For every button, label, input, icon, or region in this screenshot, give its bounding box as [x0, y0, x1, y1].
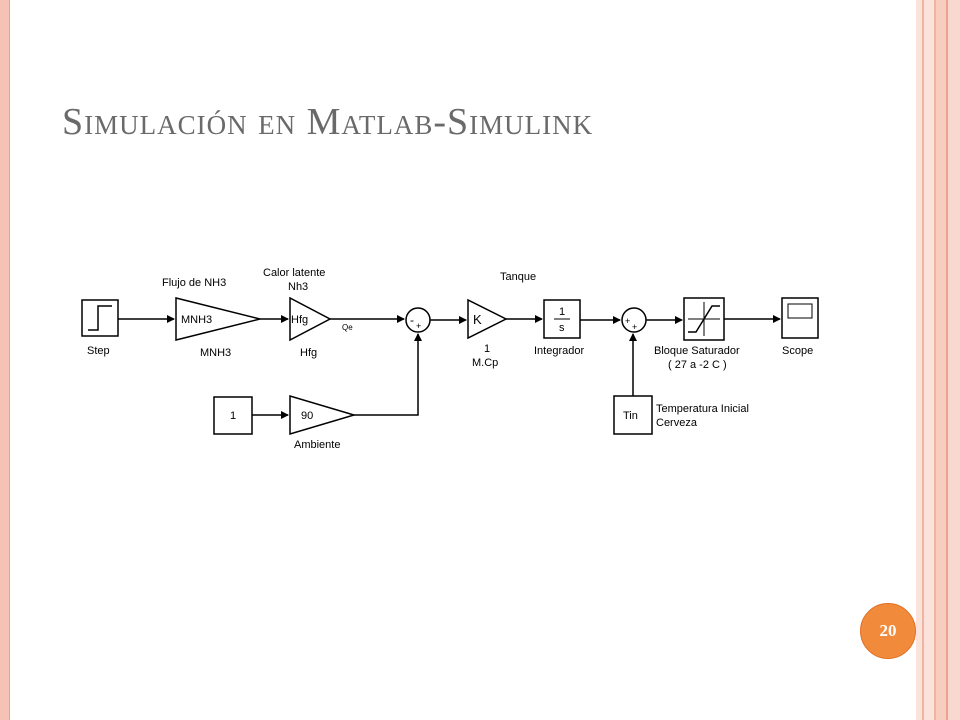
step-block[interactable] [81, 299, 119, 337]
sum1-minus-sign: - [410, 313, 414, 327]
integrator-label: Integrador [534, 345, 584, 357]
simulink-diagram: Step Flujo de NH3 MNH3 MNH3 Calor latent… [81, 267, 819, 451]
tin-label-1: Temperatura Inicial [656, 403, 749, 415]
scope-icon [787, 303, 813, 319]
slide-title: Simulación en Matlab-Simulink [62, 101, 594, 143]
gain-mnh3-inner: MNH3 [181, 314, 212, 326]
left-border-line [9, 0, 10, 720]
step-icon [88, 305, 112, 331]
saturation-block[interactable] [683, 297, 725, 341]
sum2-plus-sign-1: + [625, 316, 630, 326]
gain-k-block[interactable] [467, 298, 508, 340]
tanque-label: Tanque [500, 271, 536, 283]
gain-hfg-top-label-1: Calor latente [263, 267, 325, 279]
gain-hfg-label: Hfg [300, 347, 317, 359]
tin-block[interactable] [613, 395, 653, 435]
tin-label-2: Cerveza [656, 417, 698, 429]
gain-mnh3-label: MNH3 [200, 347, 231, 359]
scope-label: Scope [782, 345, 813, 357]
gain-hfg-inner: Hfg [291, 314, 308, 326]
gain-mnh3-top-label: Flujo de NH3 [162, 277, 226, 289]
sum2-plus-sign-2: + [632, 322, 637, 332]
right-border-stripes [916, 0, 960, 720]
qe-signal-label: Qe [342, 323, 353, 332]
integrator-block[interactable] [543, 299, 581, 339]
sum1-plus-sign: + [416, 321, 421, 331]
gain-k-inner: K [473, 312, 482, 327]
left-border-strip [0, 0, 9, 720]
integrator-numerator: 1 [559, 306, 565, 318]
gain-hfg-top-label-2: Nh3 [288, 281, 308, 293]
gain-90-label: Ambiente [294, 439, 340, 451]
signal-lines [118, 315, 781, 419]
integrator-denominator: s [559, 322, 565, 334]
page-number-badge: 20 [860, 603, 916, 659]
constant-1-inner: 1 [230, 410, 236, 422]
line-gain90-to-sum1 [354, 333, 422, 416]
gain-90-inner: 90 [301, 410, 313, 422]
saturation-label-2: ( 27 a -2 C ) [668, 359, 727, 371]
tin-inner: Tin [623, 410, 638, 422]
gain-hfg-block[interactable] [289, 296, 332, 342]
gain-90-block[interactable] [289, 394, 357, 436]
gain-k-label-1: 1 [484, 343, 490, 355]
saturation-label-1: Bloque Saturador [654, 345, 740, 357]
gain-mnh3-block[interactable] [175, 297, 261, 341]
saturation-icon [688, 305, 720, 333]
step-label: Step [87, 345, 110, 357]
gain-k-label-2: M.Cp [472, 357, 498, 369]
scope-block[interactable] [781, 297, 819, 339]
